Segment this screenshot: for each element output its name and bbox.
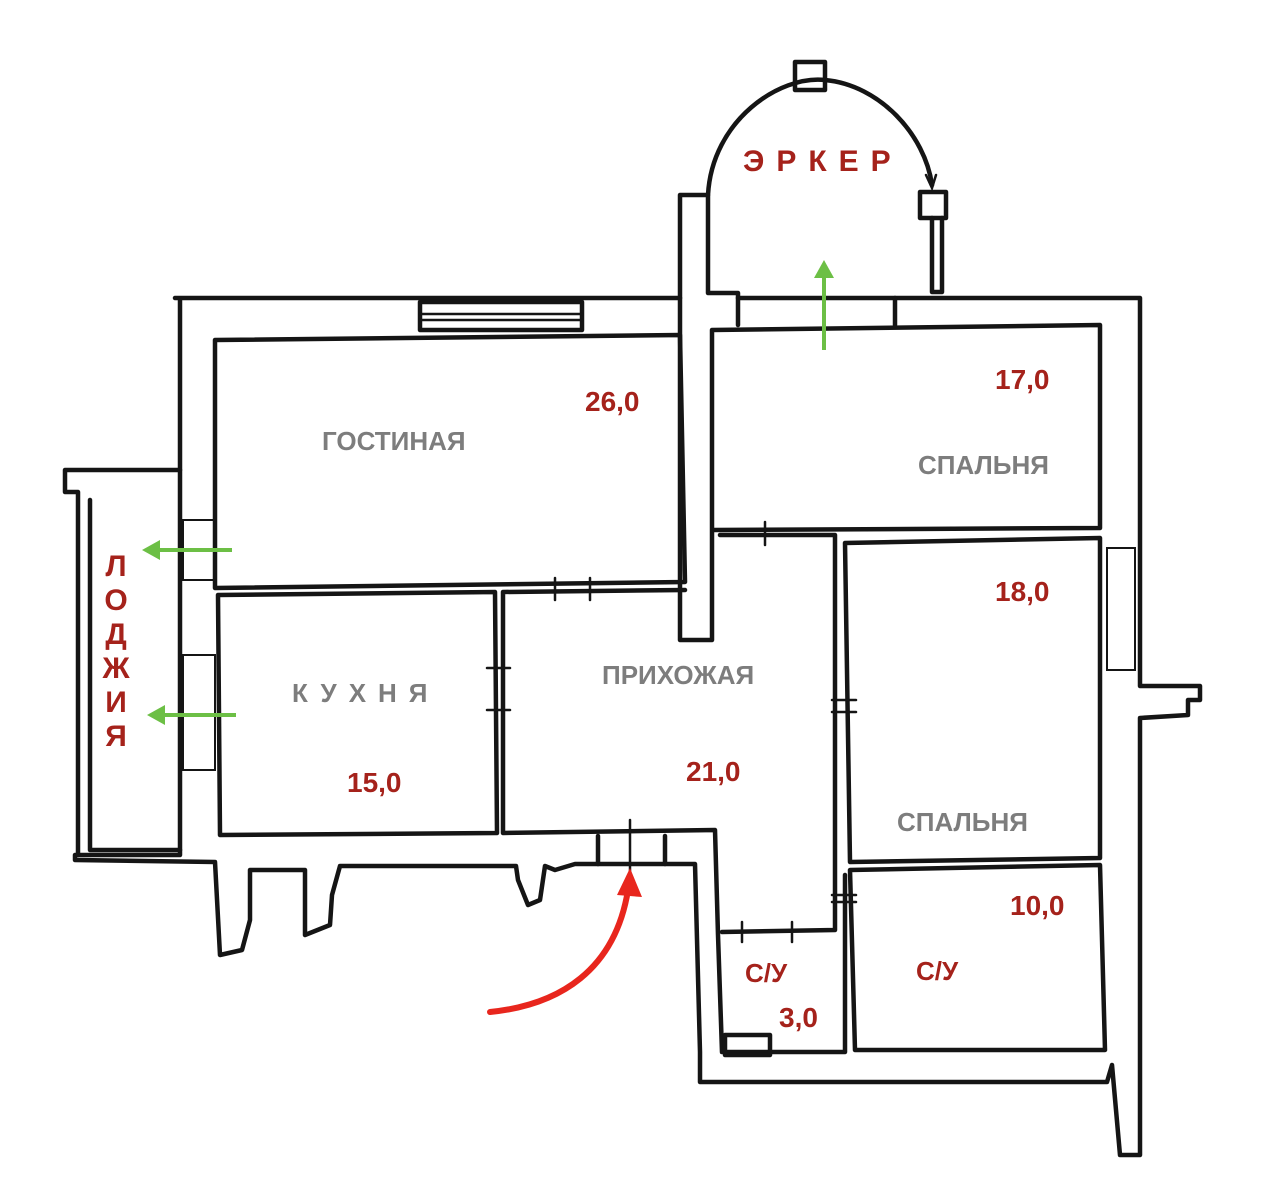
room-area-wc-small: 3,0 [779,1002,818,1033]
room-area-bedroom1: 17,0 [995,364,1050,395]
room-name-living: ГОСТИНАЯ [322,426,466,456]
loggia-letter: Л [105,550,127,583]
living-room-wall [212,332,688,591]
door-ticks [485,520,858,944]
loggia-wall [62,467,183,858]
loggia-letter: Д [105,618,127,651]
loggia-letter: Ж [102,652,130,685]
room-name-bath: С/У [916,956,959,986]
room-name-bedroom2: СПАЛЬНЯ [897,807,1028,837]
kitchen-wall [215,589,500,838]
outer-wall [72,192,1203,1158]
bedroom-window-frame [735,295,898,328]
bath-wall [847,862,1108,1053]
room-name-wc-small: С/У [745,958,788,988]
entry-arrow [487,868,642,1015]
room-area-living: 26,0 [585,386,640,417]
living-room-window [417,299,585,333]
loggia-window-2 [182,654,216,771]
bedroom2-window [1106,547,1136,671]
bay-post-right [917,189,949,221]
loggia-letter: О [104,584,128,617]
room-area-bath: 10,0 [1010,890,1065,921]
column-wall [677,295,1103,643]
room-name-kitchen: КУХНЯ [292,678,440,708]
loggia-letter: И [105,686,127,719]
bay-arrow-mark [924,173,938,192]
hall-wall [500,587,848,1055]
room-name-hall: ПРИХОЖАЯ [602,660,755,690]
room-name-bedroom1: СПАЛЬНЯ [918,450,1049,480]
entry-door-frame [595,833,668,867]
bath-niche [722,1032,773,1058]
green-arrows [142,260,834,725]
room-area-kitchen: 15,0 [347,767,402,798]
room-area-hall: 21,0 [686,756,741,787]
bedroom2-wall [717,532,1103,935]
loggia-letter: Я [105,720,127,753]
bay-post-top [792,59,828,93]
bay-right-wall [929,215,945,295]
room-area-bedroom2: 18,0 [995,576,1050,607]
bay-window-label: ЭРКЕР [743,145,903,178]
